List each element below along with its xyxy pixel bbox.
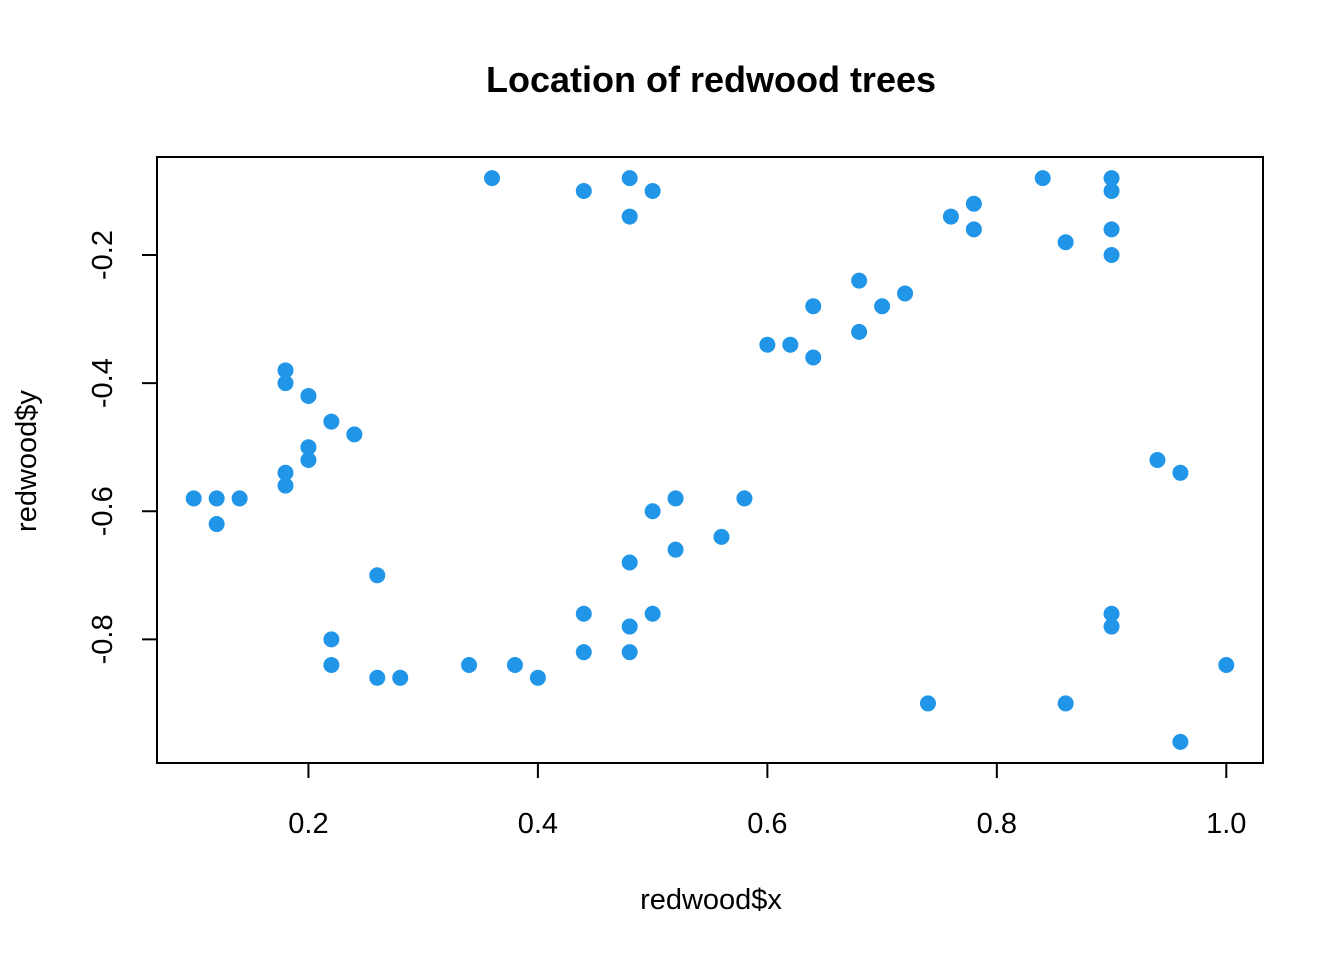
data-point [1103,618,1120,635]
data-point [667,541,684,558]
data-point [1149,452,1166,468]
data-point [392,669,409,686]
data-point [759,336,776,353]
y-tick-label: -0.2 [87,230,119,280]
data-point [277,375,294,392]
data-point [851,323,868,340]
data-points [185,170,1235,750]
y-axis-label: redwood$y [11,390,43,532]
data-point [575,182,592,199]
data-point [1218,656,1235,673]
y-tick-label: -0.4 [87,358,119,408]
plot-area-frame [156,156,1264,764]
data-point [1172,464,1189,481]
data-point [1103,247,1120,264]
data-point [965,195,982,212]
data-point [277,477,294,494]
x-axis-label: redwood$x [640,884,782,916]
data-point [1172,733,1189,750]
data-point [621,644,638,661]
data-point [713,528,730,545]
data-point [782,336,799,353]
data-point [300,387,317,404]
data-point [575,644,592,661]
data-point [300,452,317,468]
data-point [874,298,891,315]
y-tick-label: -0.6 [87,486,119,536]
data-point [575,605,592,622]
x-tick-label: 0.2 [288,808,328,840]
data-point [621,170,638,187]
data-point [506,656,523,673]
data-point [644,182,661,199]
data-point [346,426,363,443]
data-point [461,656,478,673]
data-point [323,631,340,648]
chart-title: Location of redwood trees [486,59,936,100]
data-point [805,298,822,315]
data-point [897,285,914,302]
data-point [805,349,822,366]
data-point [851,272,868,289]
data-point [621,208,638,225]
y-tick-label: -0.8 [87,614,119,664]
data-point [484,170,501,187]
data-point [369,669,386,686]
data-point [621,554,638,571]
x-tick-label: 0.8 [977,808,1017,840]
x-tick-label: 0.4 [518,808,558,840]
data-point [942,208,959,225]
data-point [736,490,753,507]
x-tick-label: 1.0 [1206,808,1246,840]
data-point [185,490,202,507]
data-point [277,362,294,379]
data-point [300,439,317,456]
data-point [1034,170,1051,187]
data-point [208,490,225,507]
x-tick-label: 0.6 [747,808,787,840]
data-point [323,656,340,673]
data-point [1057,234,1074,251]
data-point [529,669,546,686]
data-point [1103,605,1120,622]
data-point [277,464,294,481]
data-point [1057,695,1074,712]
data-point [667,490,684,507]
data-point [919,695,936,712]
data-point [1103,221,1120,238]
data-point [621,618,638,635]
data-point [208,516,225,533]
data-point [644,503,661,520]
data-point [644,605,661,622]
data-point [369,567,386,584]
y-axis: -0.8 -0.6 -0.4 -0.2 [87,230,158,664]
x-axis: 0.2 0.4 0.6 0.8 1.0 [288,762,1246,840]
data-point [323,413,340,430]
data-point [965,221,982,238]
data-point [1103,182,1120,199]
data-point [1103,170,1120,187]
data-point [231,490,248,507]
